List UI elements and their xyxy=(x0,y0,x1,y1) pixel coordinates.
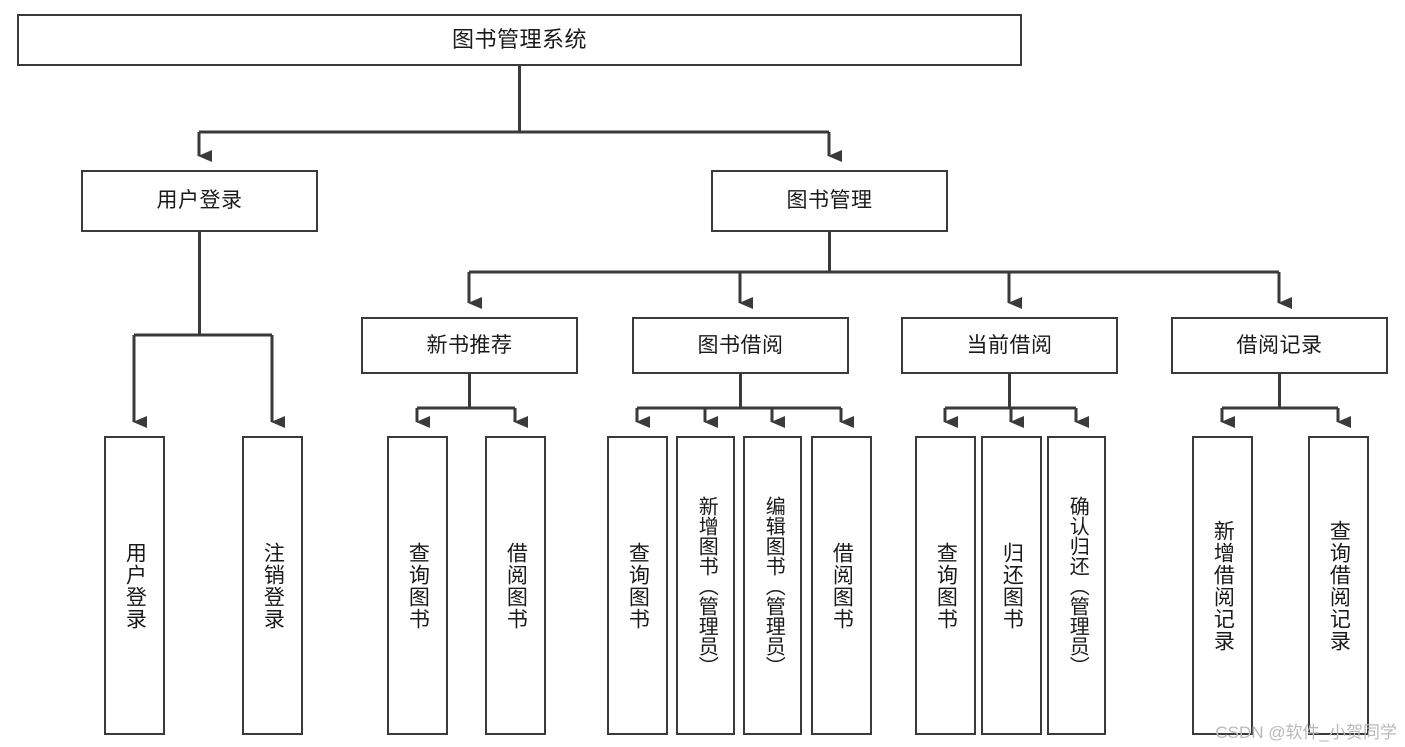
node-user-login: 用户登录 xyxy=(81,170,318,232)
node-label: 查询图书 xyxy=(626,541,650,630)
node-borrow-record: 借阅记录 xyxy=(1171,317,1388,374)
node-label: 新增图书（管理员） xyxy=(695,495,718,676)
node-leaf-query-book-borrow: 查询图书 xyxy=(607,436,668,735)
node-label: 图书管理系统 xyxy=(451,26,587,52)
node-leaf-edit-book-admin: 编辑图书（管理员） xyxy=(743,436,802,735)
node-label: 用户登录 xyxy=(123,541,147,630)
node-leaf-borrow-book-recommend: 借阅图书 xyxy=(485,436,546,735)
node-label: 编辑图书（管理员） xyxy=(762,495,785,676)
node-leaf-add-borrow-record: 新增借阅记录 xyxy=(1192,436,1253,735)
node-leaf-user-login: 用户登录 xyxy=(104,436,165,735)
node-label: 图书借阅 xyxy=(697,333,784,357)
watermark-text: CSDN @软件_小贺同学 xyxy=(1215,723,1397,742)
node-new-book-recommend: 新书推荐 xyxy=(361,317,578,374)
node-label: 查询图书 xyxy=(406,541,430,630)
node-label: 归还图书 xyxy=(1000,541,1024,630)
node-label: 新增借阅记录 xyxy=(1211,519,1235,652)
node-label: 注销登录 xyxy=(261,541,285,630)
node-leaf-query-book-recommend: 查询图书 xyxy=(387,436,448,735)
node-leaf-logout: 注销登录 xyxy=(242,436,303,735)
node-leaf-query-book-current: 查询图书 xyxy=(915,436,976,735)
node-book-borrow: 图书借阅 xyxy=(632,317,849,374)
node-label: 查询借阅记录 xyxy=(1327,519,1351,652)
node-leaf-confirm-return-admin: 确认归还（管理员） xyxy=(1047,436,1106,735)
node-label: 新书推荐 xyxy=(426,333,513,357)
node-leaf-borrow-book: 借阅图书 xyxy=(811,436,872,735)
node-label: 查询图书 xyxy=(934,541,958,630)
node-root: 图书管理系统 xyxy=(17,14,1022,66)
node-label: 用户登录 xyxy=(156,189,243,213)
node-label: 当前借阅 xyxy=(966,333,1053,357)
node-label: 借阅记录 xyxy=(1236,333,1323,357)
node-label: 图书管理 xyxy=(786,189,873,213)
node-leaf-query-borrow-record: 查询借阅记录 xyxy=(1308,436,1369,735)
node-label: 借阅图书 xyxy=(504,541,528,630)
node-label: 确认归还（管理员） xyxy=(1066,495,1089,676)
node-leaf-add-book-admin: 新增图书（管理员） xyxy=(676,436,735,735)
node-current-borrow: 当前借阅 xyxy=(901,317,1118,374)
node-book-management: 图书管理 xyxy=(711,170,948,232)
node-label: 借阅图书 xyxy=(830,541,854,630)
node-leaf-return-book: 归还图书 xyxy=(981,436,1042,735)
